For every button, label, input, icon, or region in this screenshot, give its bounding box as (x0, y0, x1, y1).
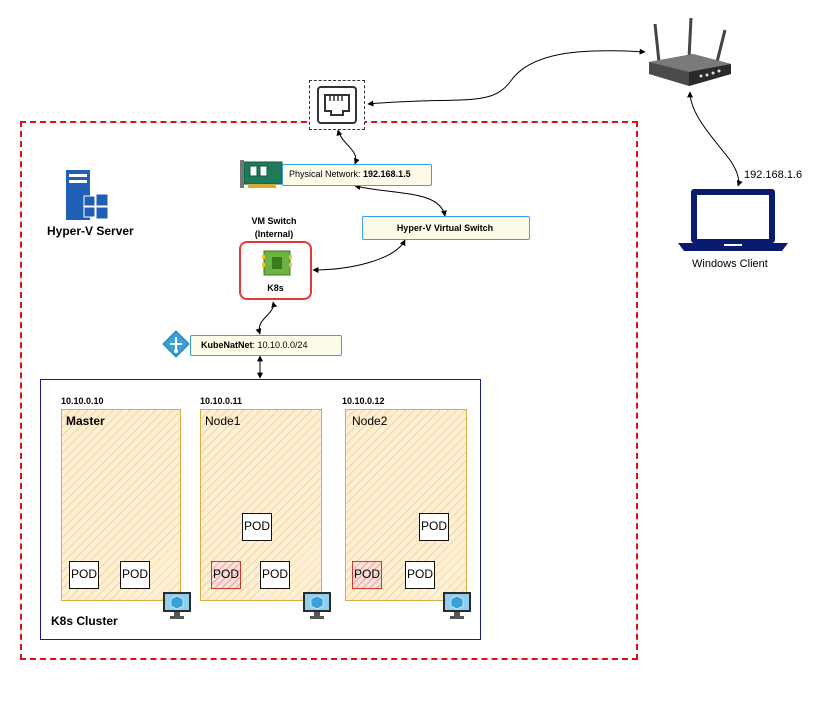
vm-switch-title: VM Switch (251, 216, 297, 226)
kubenatnet-subnet: : 10.10.0.0/24 (252, 340, 308, 350)
node-name: Node1 (205, 414, 241, 428)
virtual-machine-icon (163, 592, 191, 619)
physical-network-ip: 192.168.1.5 (363, 169, 411, 179)
virtual-switch-box[interactable]: Hyper-V Virtual Switch (362, 216, 530, 240)
master-ip: 10.10.0.10 (61, 396, 104, 406)
node-name: Node2 (352, 414, 388, 428)
ethernet-port[interactable] (309, 80, 365, 130)
vm-switch-subtitle: (Internal) (254, 229, 294, 239)
pod[interactable]: POD (242, 513, 272, 541)
laptop-icon[interactable] (678, 187, 788, 253)
link-nic-to-vswitch (354, 184, 447, 217)
link-vmswitch-to-natnet (255, 301, 278, 335)
pod-pending[interactable]: POD (211, 561, 241, 589)
physical-network-box[interactable]: Physical Network: 192.168.1.5 (282, 164, 432, 186)
k8s-cluster-label: K8s Cluster (51, 614, 118, 628)
k8s-cluster-boundary (40, 379, 481, 640)
pod[interactable]: POD (405, 561, 435, 589)
link-vswitch-to-vmswitch (312, 239, 406, 273)
pod[interactable]: POD (260, 561, 290, 589)
virtual-machine-icon (443, 592, 471, 619)
pod[interactable]: POD (419, 513, 449, 541)
kubenatnet-label: KubeNatNet: 10.10.0.0/24 (201, 340, 308, 350)
physical-network-prefix: Physical Network: (289, 169, 364, 179)
ethernet-port-icon (317, 86, 357, 124)
node-name: Master (66, 414, 105, 428)
node-node2[interactable]: Node2 POD POD POD (345, 409, 467, 601)
client-ip: 192.168.1.6 (744, 169, 803, 181)
kubenatnet-name: KubeNatNet (201, 340, 253, 350)
virtual-machine-icon (303, 592, 331, 619)
pod[interactable]: POD (120, 561, 150, 589)
virtual-switch-label: Hyper-V Virtual Switch (396, 223, 494, 233)
link-port-to-nic (336, 129, 360, 165)
vm-switch-name: K8s (267, 283, 284, 293)
network-card-icon (240, 160, 283, 188)
hyperv-server-label: Hyper-V Server (47, 224, 134, 238)
pod[interactable]: POD (69, 561, 99, 589)
vm-switch-box[interactable]: K8s (239, 241, 312, 300)
node-master[interactable]: Master POD POD (61, 409, 181, 601)
nat-network-icon (162, 330, 190, 358)
kubenatnet-box[interactable]: KubeNatNet: 10.10.0.0/24 (190, 335, 342, 356)
physical-network-label: Physical Network: 192.168.1.5 (289, 169, 411, 179)
client-label: Windows Client (692, 258, 768, 270)
node1-ip: 10.10.0.11 (200, 396, 243, 406)
switch-chip-icon (262, 250, 292, 276)
node-node1[interactable]: Node1 POD POD POD (200, 409, 322, 601)
pod-pending[interactable]: POD (352, 561, 382, 589)
wireless-router-icon[interactable] (645, 18, 735, 92)
node2-ip: 10.10.0.12 (342, 396, 385, 406)
link-router-to-laptop (687, 91, 743, 187)
link-router-to-port (367, 48, 646, 107)
windows-server-icon (66, 170, 108, 220)
